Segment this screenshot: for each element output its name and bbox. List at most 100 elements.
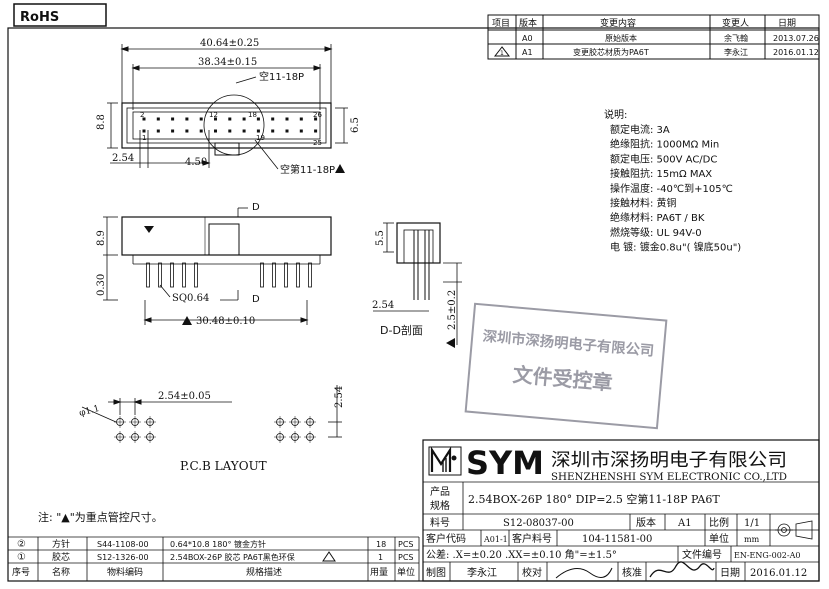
dd-section-label: D-D剖面 <box>380 323 423 337</box>
stamp-controlled: 文件受控章 <box>512 362 614 395</box>
side-view-pin <box>146 262 150 288</box>
top-view-pin <box>199 129 203 133</box>
spec-note-line: 操作温度: -40℃到+105℃ <box>610 182 733 195</box>
footnote: 注: "▲"为重点管控尺寸。 <box>38 510 163 524</box>
dim-pcb-hole: φ1.1 <box>78 404 101 419</box>
side-view-pins <box>146 262 312 288</box>
bom-header-no: 序号 <box>12 566 30 578</box>
bom-row1-name: 方针 <box>52 538 70 550</box>
bom-header-spec: 规格描述 <box>246 566 282 578</box>
spec-note-line: 绝缘阻抗: 1000MΩ Min <box>610 138 719 151</box>
top-view-pin <box>271 117 275 121</box>
top-view-pin <box>142 117 146 121</box>
pcb-hole-grid <box>114 416 316 443</box>
revision-table: 项目 版本 变更内容 变更人 日期 A0 原始版本 余飞翰 2013.07.26… <box>487 14 820 60</box>
top-view-pin <box>199 117 203 121</box>
rev-row2-content: 变更胶芯材质为PA6T <box>573 47 649 57</box>
spec-note-line: 额定电压: 500V AC/DC <box>610 152 717 165</box>
dim-inner-length: 38.34±0.15 <box>198 57 257 68</box>
rev-header-item: 项目 <box>492 18 510 29</box>
spec-note-line: 额定电流: 3A <box>610 123 670 136</box>
file-no-label: 文件编号 <box>682 548 722 561</box>
scale-label: 比例 <box>709 516 729 529</box>
top-view-pin <box>142 129 146 133</box>
top-view-pin <box>156 117 160 121</box>
pin-label-26: 26 <box>313 111 322 119</box>
section-mark-top: D <box>252 202 260 213</box>
pcb-layout-label: P.C.B LAYOUT <box>180 459 267 473</box>
checked-label: 校对 <box>522 566 542 579</box>
dim-side-height: 8.9 <box>96 230 107 246</box>
bom-header-unit: 单位 <box>397 566 415 578</box>
top-view-pin <box>285 117 289 121</box>
rev-row1-content: 原始版本 <box>605 33 637 43</box>
top-view-pin-grid <box>142 117 318 133</box>
drawn-by: 李永江 <box>467 566 497 579</box>
bom-row1-qty: 18 <box>376 540 386 549</box>
part-no: S12-08037-00 <box>503 518 574 529</box>
top-view-pin <box>185 129 189 133</box>
critical-dim-triangle-icon <box>335 164 345 173</box>
pin-label-25: 25 <box>313 139 322 147</box>
unit: mm <box>744 535 760 544</box>
dd-critical-triangle-icon <box>446 338 455 348</box>
bom-change-triangle-icon <box>322 551 336 562</box>
side-view-pin <box>272 262 276 288</box>
approved-label: 核准 <box>622 566 642 579</box>
bom-header-name: 名称 <box>52 566 70 578</box>
side-view-pin <box>170 262 174 288</box>
top-view-pin <box>242 117 246 121</box>
bom-row2-qty: 1 <box>378 553 383 562</box>
company-logo-text: SYM <box>466 444 544 482</box>
product-spec-label-line2: 规格 <box>430 499 450 512</box>
rev-header-person: 变更人 <box>722 17 749 29</box>
drawn-label: 制图 <box>426 566 446 579</box>
rev-row2-version: A1 <box>522 48 533 57</box>
product-spec: 2.54BOX-26P 180° DIP=2.5 空第11-18P PA6T <box>468 492 720 506</box>
checker-signature-icon <box>555 567 613 579</box>
bom-row2-no: ① <box>17 552 26 563</box>
part-no-label: 料号 <box>430 516 450 529</box>
bom-header-qty: 用量 <box>370 567 388 578</box>
bom-header-code: 物料编码 <box>107 566 143 578</box>
projection-symbol-icon <box>775 520 813 540</box>
side-view-pin <box>260 262 264 288</box>
top-view-pin <box>156 129 160 133</box>
top-view-pin <box>185 117 189 121</box>
spec-note-line: 接触阻抗: 15mΩ MAX <box>610 167 712 180</box>
date: 2016.01.12 <box>750 568 807 579</box>
rev-row2-item: 1 <box>500 50 504 57</box>
customer-code: A01-1 <box>483 535 508 544</box>
section-mark-bottom: D <box>252 294 260 305</box>
file-no: EN-ENG-002-A0 <box>734 551 800 560</box>
rev-header-version: 版本 <box>519 17 537 29</box>
company-name-en: SHENZHENSHI SYM ELECTRONIC CO.,LTD <box>551 472 787 483</box>
bom-row2-name: 胶芯 <box>52 551 70 563</box>
top-view-pin <box>214 129 217 133</box>
dim-height-left: 8.8 <box>96 114 107 130</box>
bom-row2-unit: PCS <box>398 553 414 562</box>
spec-note-line: 电 镀: 镀金0.8u"( 镍底50u") <box>610 241 741 254</box>
dim-pcb-row-pitch: 2.54 <box>334 386 345 408</box>
rev-row2-date: 2016.01.12 <box>773 48 819 57</box>
top-view-pin <box>299 117 303 121</box>
document-control-stamp: 深圳市深扬明电子有限公司 文件受控章 <box>464 302 668 430</box>
dim-pin-span: 30.48±0.10 <box>196 316 255 327</box>
top-view-pin <box>228 117 232 121</box>
customer-code-label: 客户代码 <box>426 532 466 545</box>
dim-pin-offset: 2.54 <box>112 153 134 164</box>
side-view-pin <box>284 262 288 288</box>
dim-square-pin: SQ0.64 <box>172 293 209 304</box>
unit-label: 单位 <box>709 532 729 545</box>
date-label: 日期 <box>720 567 740 579</box>
bom-row1-code: S44-1108-00 <box>97 540 149 549</box>
dim-overall-length: 40.64±0.25 <box>200 38 259 49</box>
rev-row1-person: 余飞翰 <box>724 33 748 43</box>
pin-label-2: 2 <box>140 111 144 119</box>
customer-part: 104-11581-00 <box>582 534 652 545</box>
side-view-pin <box>182 262 186 288</box>
top-view-pin <box>171 129 175 133</box>
side-view-marker-triangle-icon <box>144 226 154 233</box>
bom-row1-unit: PCS <box>398 540 414 549</box>
dim-dd-pitch: 2.54 <box>372 300 394 311</box>
